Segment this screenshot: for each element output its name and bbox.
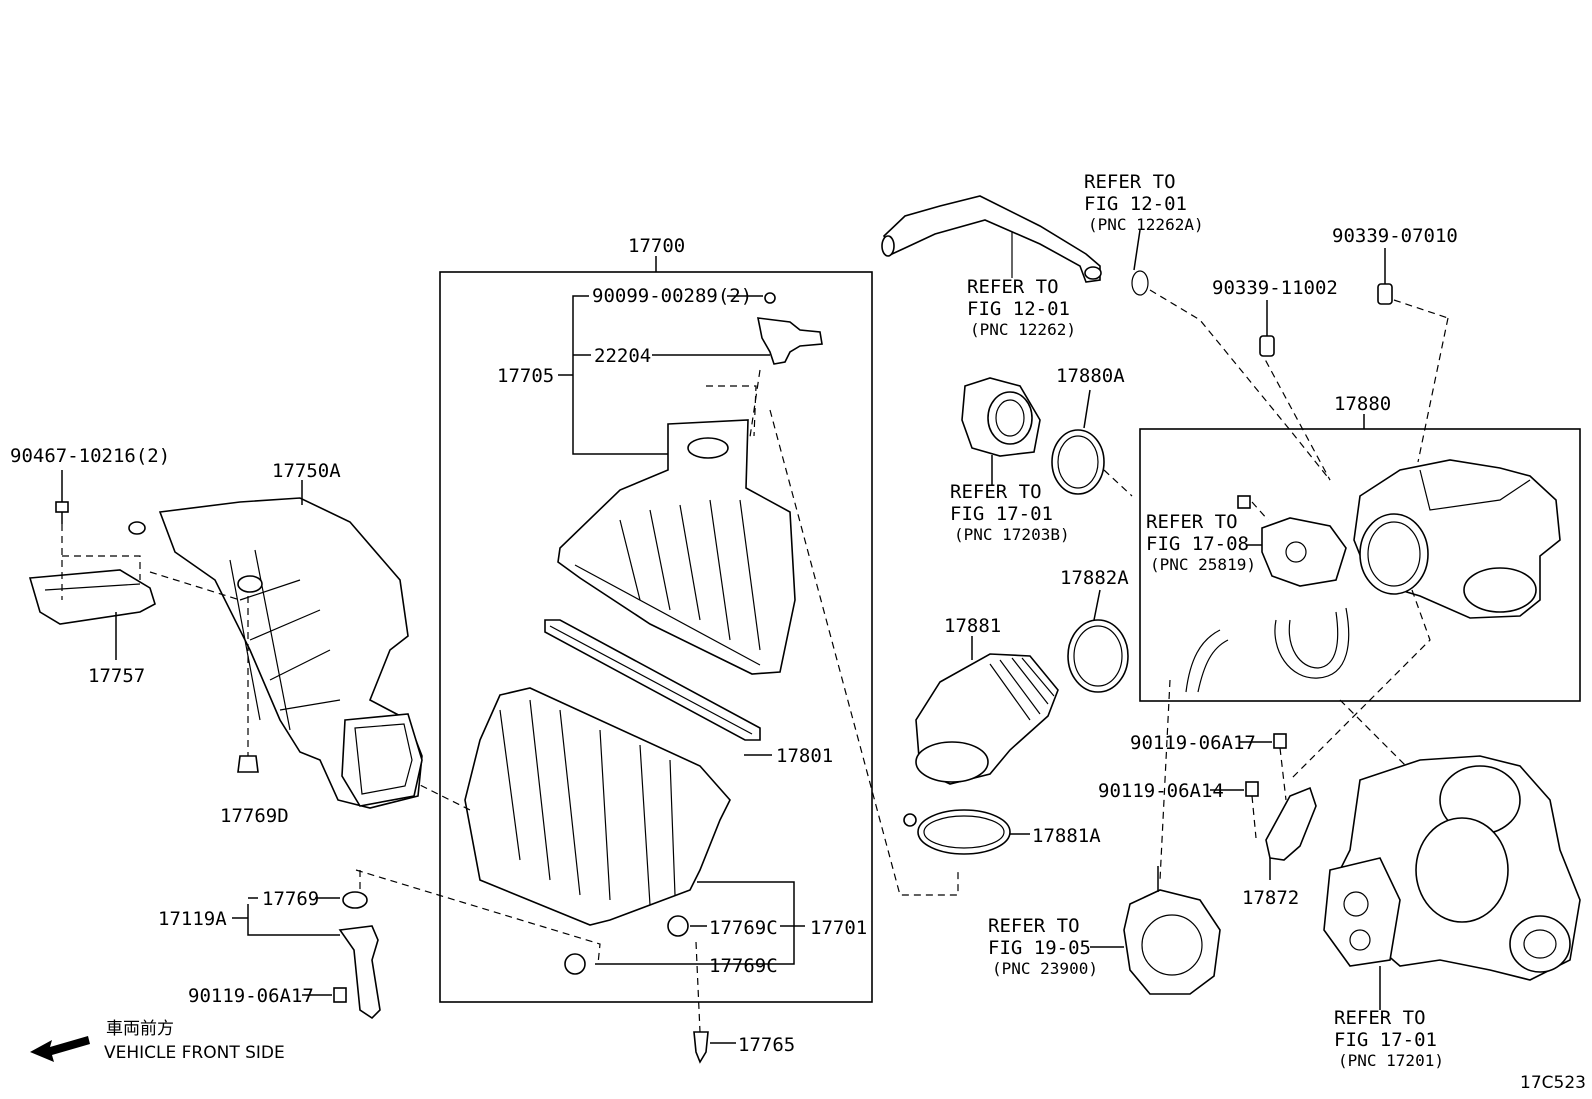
grommet-17769C-b	[564, 953, 586, 975]
label-90119-06A14: 90119-06A14	[1098, 780, 1224, 802]
label-17769C-a: 17769C	[709, 917, 778, 939]
ref1-line3: (PNC 12262A)	[1088, 215, 1204, 234]
air-cleaner-cap	[557, 419, 796, 675]
assembly-box-17880	[1139, 428, 1581, 702]
legend-japanese: 車両前方	[106, 1019, 174, 1039]
label-90339-11002: 90339-11002	[1212, 277, 1338, 299]
bracket-17757	[28, 569, 156, 625]
ref4-line2: FIG 17-08	[1146, 533, 1249, 555]
label-90099-00289: 90099-00289(2)	[592, 285, 752, 307]
clip-17765	[693, 1031, 709, 1064]
hose-clamp-12262A	[1131, 270, 1149, 296]
ref2-line1: REFER TO	[967, 276, 1059, 298]
hose-90339-07010	[1377, 283, 1393, 305]
ref5-line1: REFER TO	[988, 915, 1080, 937]
label-90119-06A17-right: 90119-06A17	[1130, 732, 1256, 754]
label-17119A: 17119A	[158, 908, 227, 930]
label-90119-06A17-left: 90119-06A17	[188, 985, 314, 1007]
ref1-line2: FIG 12-01	[1084, 193, 1187, 215]
ref4-line3: (PNC 25819)	[1150, 555, 1256, 574]
intake-duct-17750A	[128, 497, 423, 809]
label-17880A: 17880A	[1056, 365, 1125, 387]
label-17882A: 17882A	[1060, 567, 1129, 589]
hose-17881	[915, 653, 1059, 785]
ref5-line3: (PNC 23900)	[992, 959, 1098, 978]
throttle-body-25819	[1237, 495, 1347, 587]
label-22204: 22204	[594, 345, 651, 367]
label-17872: 17872	[1242, 887, 1299, 909]
ref6-line1: REFER TO	[1334, 1007, 1426, 1029]
clamp-17880A	[1051, 429, 1105, 495]
label-17700: 17700	[628, 235, 685, 257]
label-90467-10216: 90467-10216(2)	[10, 445, 170, 467]
ref6-line2: FIG 17-01	[1334, 1029, 1437, 1051]
label-17757: 17757	[88, 665, 145, 687]
clamp-17882A	[1067, 619, 1129, 693]
label-17881: 17881	[944, 615, 1001, 637]
ref1-line1: REFER TO	[1084, 171, 1176, 193]
bolt-90467	[55, 470, 69, 524]
label-17750A: 17750A	[272, 460, 341, 482]
bolt-90119-06A17-left	[333, 987, 347, 1003]
hose-12262	[881, 195, 1102, 283]
bolt-90119-06A14	[1245, 781, 1259, 797]
label-17769: 17769	[262, 888, 319, 910]
label-17880: 17880	[1334, 393, 1391, 415]
bolt-90119-06A17-right	[1273, 733, 1287, 749]
ref6-line3: (PNC 17201)	[1338, 1051, 1444, 1070]
label-90339-07010: 90339-07010	[1332, 225, 1458, 247]
hose-90339-11002	[1259, 335, 1275, 357]
label-17801: 17801	[776, 745, 833, 767]
clamp-17881A	[917, 809, 1011, 855]
ref3-line2: FIG 17-01	[950, 503, 1053, 525]
vacuum-pump	[1123, 866, 1221, 995]
bracket-17872	[1265, 786, 1317, 861]
label-17881A: 17881A	[1032, 825, 1101, 847]
label-17701: 17701	[810, 917, 867, 939]
label-17769D: 17769D	[220, 805, 289, 827]
ref3-line3: (PNC 17203B)	[954, 525, 1070, 544]
grommet-17769D	[237, 755, 259, 773]
label-17769C-b: 17769C	[709, 955, 778, 977]
grommet-17769	[342, 891, 368, 909]
sensor-22204	[756, 292, 823, 365]
intercooler-housing-17880	[1353, 459, 1561, 619]
legend-english: VEHICLE FRONT SIDE	[104, 1043, 285, 1063]
hose-small	[1185, 607, 1350, 693]
ref2-line3: (PNC 12262)	[970, 320, 1076, 339]
ref5-line2: FIG 19-05	[988, 937, 1091, 959]
figure-code: 17C523	[1520, 1073, 1586, 1093]
air-cleaner-case	[464, 687, 731, 926]
turbocharger	[1323, 755, 1581, 981]
label-17705: 17705	[497, 365, 554, 387]
bracket-17119A	[338, 925, 381, 1020]
throttle-adapter	[961, 377, 1041, 457]
vehicle-front-arrow-icon	[30, 1036, 90, 1062]
ref3-line1: REFER TO	[950, 481, 1042, 503]
label-17765: 17765	[738, 1034, 795, 1056]
filter-element-17801	[544, 619, 761, 741]
ref2-line2: FIG 12-01	[967, 298, 1070, 320]
grommet-17769C-a	[667, 915, 689, 937]
ref4-line1: REFER TO	[1146, 511, 1238, 533]
